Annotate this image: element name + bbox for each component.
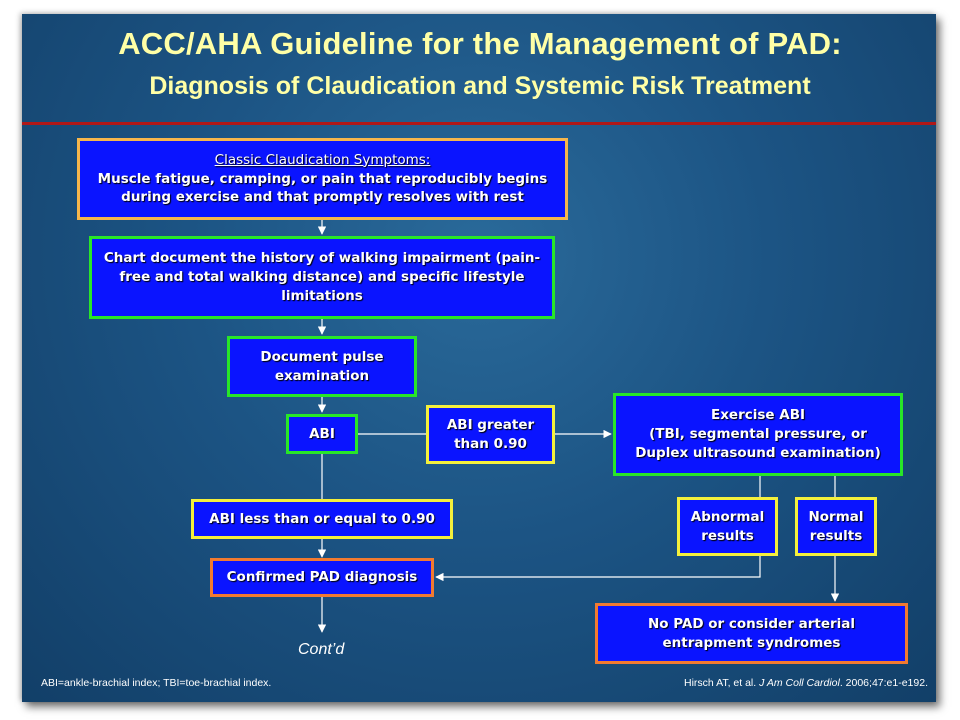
footnote-abbreviations: ABI=ankle-brachial index; TBI=toe-brachi… <box>41 677 272 689</box>
abnormal-line-1: Abnormal <box>690 508 765 525</box>
abi-greater-line-1: ABI greater <box>446 416 535 433</box>
symptoms-heading: Classic Claudication Symptoms: <box>214 151 431 168</box>
symptoms-line-1: Muscle fatigue, cramping, or pain that r… <box>97 170 548 187</box>
exercise-abi-line-2: (TBI, segmental pressure, or <box>649 426 867 443</box>
history-line-1: Chart document the history of walking im… <box>103 250 541 267</box>
box-claudication-symptoms: Classic Claudication Symptoms: Muscle fa… <box>77 138 568 220</box>
box-abi-greater: ABI greater than 0.90 <box>426 405 555 464</box>
exercise-abi-line-3: Duplex ultrasound examination) <box>635 444 881 461</box>
box-walking-history: Chart document the history of walking im… <box>89 236 555 319</box>
title-divider <box>22 122 936 125</box>
footnote-citation: Hirsch AT, et al. J Am Coll Cardiol. 200… <box>684 677 928 689</box>
history-line-2: free and total walking distance) and spe… <box>119 269 525 286</box>
slide-title: ACC/AHA Guideline for the Management of … <box>118 26 842 61</box>
no-pad-line-1: No PAD or consider arterial <box>647 615 856 632</box>
abi-greater-line-2: than 0.90 <box>454 435 527 452</box>
box-normal-results: Normal results <box>795 497 877 556</box>
normal-line-1: Normal <box>808 508 864 525</box>
citation-details: . 2006;47:e1-e192. <box>839 677 928 689</box>
box-abi: ABI <box>286 414 358 454</box>
box-no-pad: No PAD or consider arterial entrapment s… <box>595 603 908 664</box>
box-pulse-examination: Document pulse examination <box>227 336 417 397</box>
box-abnormal-results: Abnormal results <box>677 497 778 556</box>
exercise-abi-line-1: Exercise ABI <box>710 407 806 424</box>
abi-less-label: ABI less than or equal to 0.90 <box>209 510 435 527</box>
normal-line-2: results <box>809 527 863 544</box>
confirmed-label: Confirmed PAD diagnosis <box>226 569 418 586</box>
slide-background <box>22 14 936 702</box>
citation-journal: J Am Coll Cardiol <box>759 677 840 689</box>
box-abi-less: ABI less than or equal to 0.90 <box>191 499 453 539</box>
box-confirmed-pad: Confirmed PAD diagnosis <box>210 558 434 597</box>
no-pad-line-2: entrapment syndromes <box>662 634 841 651</box>
citation-author: Hirsch AT, et al. <box>684 677 760 689</box>
abi-label: ABI <box>309 425 335 442</box>
pulse-line-2: examination <box>274 367 370 384</box>
slide-subtitle: Diagnosis of Claudication and Systemic R… <box>149 72 811 100</box>
history-line-3: limitations <box>281 287 363 304</box>
arrow-abnormal-to-confirmed <box>435 556 761 582</box>
abnormal-line-2: results <box>701 527 754 544</box>
pulse-line-1: Document pulse <box>260 348 384 365</box>
symptoms-line-2: during exercise and that promptly resolv… <box>121 189 524 206</box>
continued-label: Cont’d <box>298 641 345 658</box>
box-exercise-abi: Exercise ABI (TBI, segmental pressure, o… <box>613 393 903 476</box>
